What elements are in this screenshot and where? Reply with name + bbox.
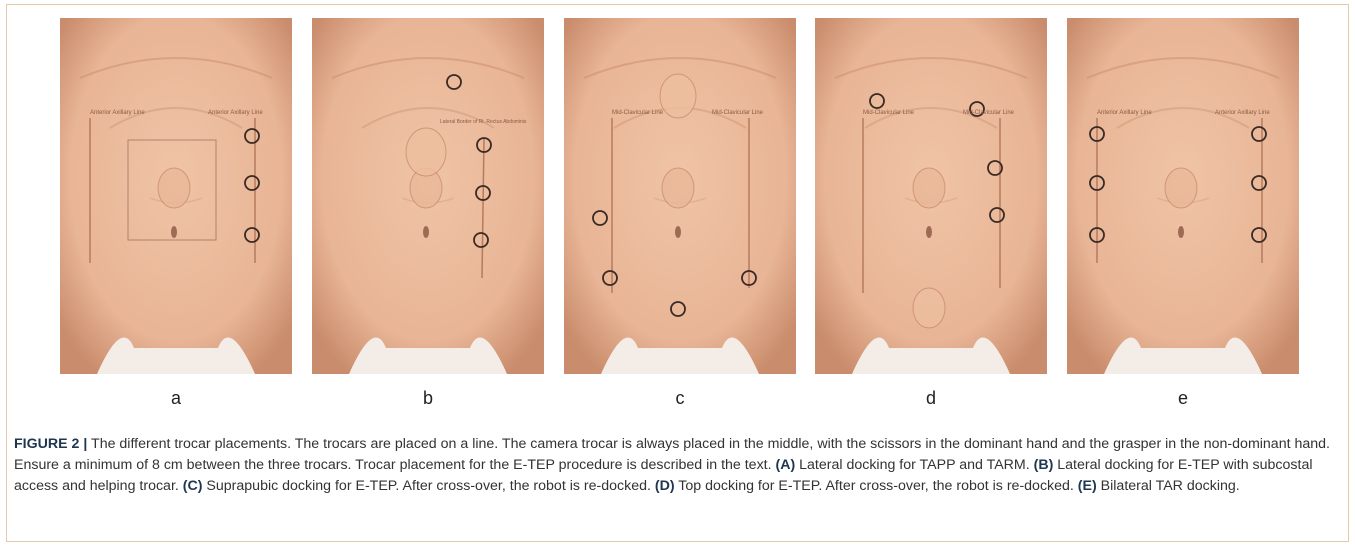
panel-label-a: a (156, 388, 196, 409)
panel-label-c: c (660, 388, 700, 409)
figure-caption: FIGURE 2 | The different trocar placemen… (14, 434, 1339, 497)
navel (675, 226, 681, 238)
panel-label-e: e (1163, 388, 1203, 409)
line-label-left: Mid-Clavicular Line (863, 110, 915, 116)
line-label-right: Anterior Axillary Line (1215, 110, 1270, 116)
caption-key-e: (E) (1078, 478, 1097, 494)
torso-illustration: Mid-Clavicular Line Mid-Clavicular Line (564, 18, 796, 374)
navel (171, 226, 177, 238)
line-label-left: Mid-Clavicular Line (612, 110, 664, 116)
caption-label: FIGURE 2 | (14, 436, 87, 452)
caption-part-d: Top docking for E-TEP. After cross-over,… (675, 478, 1078, 494)
caption-key-a: (A) (775, 457, 795, 473)
caption-key-b: (B) (1034, 457, 1054, 473)
caption-part-a: Lateral docking for TAPP and TARM. (795, 457, 1033, 473)
torso-illustration: Mid-Clavicular Line Mid-Clavicular Line (815, 18, 1047, 374)
navel (423, 226, 429, 238)
navel (1178, 226, 1184, 238)
panel-b: Lateral Border of Rt. Rectus Abdominis (312, 18, 544, 374)
line-label-mid: Lateral Border of Rt. Rectus Abdominis (440, 119, 527, 125)
panel-d: Mid-Clavicular Line Mid-Clavicular Line (815, 18, 1047, 374)
hernia-bulge (1165, 168, 1197, 208)
hernia-bulge (913, 288, 945, 328)
panel-label-d: d (911, 388, 951, 409)
line-label-left: Anterior Axillary Line (1097, 110, 1152, 116)
panel-e: Anterior Axillary Line Anterior Axillary … (1067, 18, 1299, 374)
line-label-right: Mid-Clavicular Line (963, 110, 1015, 116)
hernia-bulge (406, 128, 446, 176)
caption-part-c: Suprapubic docking for E-TEP. After cros… (202, 478, 654, 494)
torso-illustration: Anterior Axillary Line Anterior Axillary … (1067, 18, 1299, 374)
panel-c: Mid-Clavicular Line Mid-Clavicular Line (564, 18, 796, 374)
panel-a: Anterior Axillary Line Anterior Axillary … (60, 18, 292, 374)
torso-illustration: Anterior Axillary Line Anterior Axillary … (60, 18, 292, 374)
hernia-bulge (913, 168, 945, 208)
caption-key-c: (C) (183, 478, 203, 494)
caption-part-e: Bilateral TAR docking. (1097, 478, 1240, 494)
hernia-bulge (662, 168, 694, 208)
panel-label-b: b (408, 388, 448, 409)
torso-illustration: Lateral Border of Rt. Rectus Abdominis (312, 18, 544, 374)
line-label-left: Anterior Axillary Line (90, 110, 145, 116)
line-label-right: Anterior Axillary Line (208, 110, 263, 116)
line-label-right: Mid-Clavicular Line (712, 110, 764, 116)
navel (926, 226, 932, 238)
hernia-bulge (158, 168, 190, 208)
caption-key-d: (D) (655, 478, 675, 494)
hernia-bulge (660, 74, 696, 118)
